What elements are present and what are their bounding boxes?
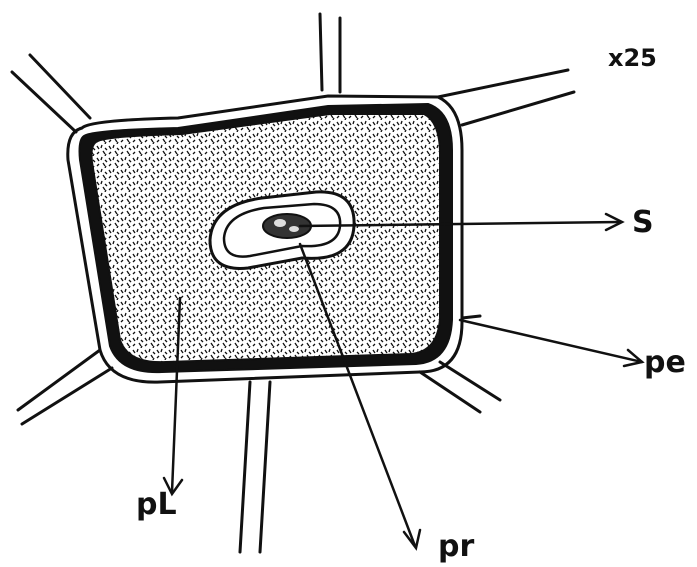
label-pe: pe — [644, 345, 686, 380]
label-pl: pL — [136, 487, 177, 522]
magnification-label: x25 — [608, 44, 657, 72]
label-s: S — [632, 205, 654, 240]
pointer-pe — [460, 320, 642, 362]
label-pr: pr — [438, 529, 474, 564]
